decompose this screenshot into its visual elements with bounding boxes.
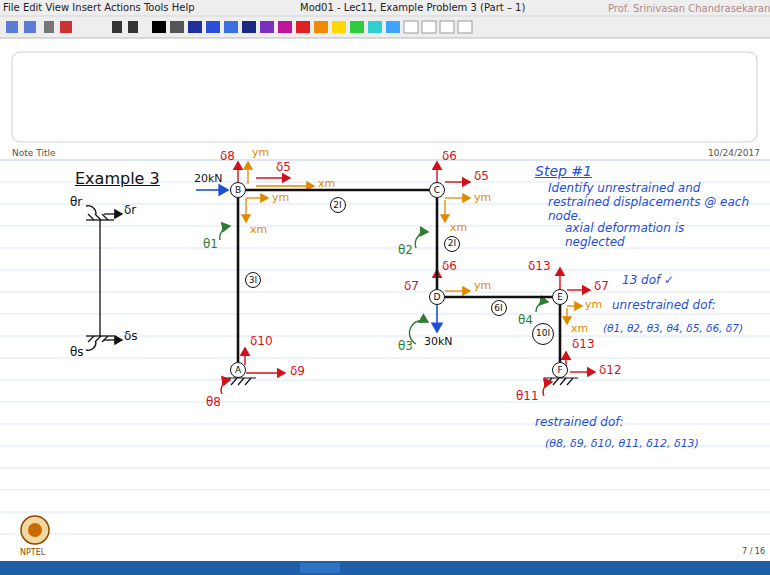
displacement-label: δ12 bbox=[599, 364, 622, 378]
frame-member bbox=[246, 189, 429, 192]
axis-label: ym bbox=[272, 192, 289, 205]
fixed-support bbox=[222, 378, 578, 385]
rotation-label: θ4 bbox=[518, 314, 533, 328]
axis-label: ym bbox=[474, 280, 491, 293]
window-title: Mod01 - Lec11, Example Problem 3 (Part –… bbox=[300, 2, 525, 14]
joint-letter: E bbox=[557, 293, 563, 302]
frame-member bbox=[559, 305, 562, 362]
load-value: 20kN bbox=[194, 173, 223, 186]
displacement-label: δ6 bbox=[442, 150, 457, 164]
member-label: 2I bbox=[448, 239, 456, 248]
joint-letter: B bbox=[235, 186, 241, 195]
joint-circle: B bbox=[230, 182, 246, 198]
axis-label: xm bbox=[571, 323, 588, 336]
displacement-label: δ13 bbox=[528, 260, 551, 274]
joint-letter: F bbox=[557, 366, 562, 375]
joint-circle: C bbox=[429, 182, 445, 198]
displacement-label: θ8 bbox=[206, 396, 221, 410]
displacement-label: δ6 bbox=[442, 260, 457, 274]
displacement-label: δ9 bbox=[290, 365, 305, 379]
note-title: Note Title bbox=[12, 148, 55, 158]
dof-list: (θ1, θ2, θ3, θ4, δ5, δ6, δ7) bbox=[603, 322, 743, 334]
dof-list: (θ8, δ9, δ10, θ11, δ12, δ13) bbox=[545, 438, 699, 451]
displacement-label: δ7 bbox=[404, 280, 419, 294]
joint-circle: D bbox=[429, 289, 445, 305]
displacement-label: δ10 bbox=[250, 335, 273, 349]
sketch-label: θr bbox=[70, 196, 82, 210]
toolbar-icons bbox=[6, 21, 472, 33]
rotation-label: θ3 bbox=[398, 340, 413, 354]
joint-circle: A bbox=[230, 362, 246, 378]
joint-letter: A bbox=[235, 366, 241, 375]
displacement-label: δ5 bbox=[474, 170, 489, 184]
sketch-label: θs bbox=[70, 346, 84, 360]
joint-circle: F bbox=[552, 362, 568, 378]
sketch-label: δr bbox=[124, 204, 136, 218]
member-label-circle: 3I bbox=[245, 272, 261, 288]
fixed-beam-sketch bbox=[86, 206, 122, 351]
note-text: axial deformation is neglected bbox=[565, 222, 705, 250]
axis-label: ym bbox=[252, 147, 269, 160]
page-number: 7 / 16 bbox=[742, 547, 765, 556]
displacement-label: δ8 bbox=[220, 150, 235, 164]
frame-member bbox=[436, 198, 439, 289]
displacement-label: δ13 bbox=[572, 338, 595, 352]
frame-member bbox=[445, 296, 552, 299]
menu-bar: File Edit View Insert Actions Tools Help bbox=[3, 2, 195, 14]
step-heading: Step #1 bbox=[535, 163, 592, 179]
example-heading: Example 3 bbox=[75, 170, 160, 188]
member-label-circle: 6I bbox=[491, 300, 507, 316]
ruled-lines bbox=[0, 160, 770, 534]
joint-letter: C bbox=[434, 186, 440, 195]
member-label-circle: 2I bbox=[330, 197, 346, 213]
member-label: 2I bbox=[333, 201, 341, 210]
joint-letter: D bbox=[434, 293, 441, 302]
logo-text: NPTEL bbox=[20, 548, 45, 557]
displacement-label: δ5 bbox=[276, 161, 291, 175]
member-label: 6I bbox=[494, 304, 502, 313]
note-text: Identify unrestrained and restrained dis… bbox=[548, 182, 753, 223]
sketch-label: δs bbox=[124, 330, 138, 344]
axis-label: xm bbox=[450, 222, 467, 235]
member-label-circle: 10I bbox=[532, 323, 554, 345]
axis-label: ym bbox=[474, 192, 491, 205]
member-label-circle: 2I bbox=[444, 236, 460, 252]
displacement-label: θ11 bbox=[516, 390, 539, 404]
displacement-label: δ7 bbox=[594, 280, 609, 294]
axis-label: xm bbox=[250, 224, 267, 237]
note-text: unrestrained dof: bbox=[612, 299, 716, 313]
note-text: restrained dof: bbox=[535, 416, 624, 430]
note-text: 13 dof ✓ bbox=[622, 274, 674, 288]
rotation-label: θ1 bbox=[203, 238, 218, 252]
axis-label: xm bbox=[318, 178, 335, 191]
joint-circle: E bbox=[552, 289, 568, 305]
axis-label: ym bbox=[585, 299, 602, 312]
rotation-label: θ2 bbox=[398, 244, 413, 258]
author-name: Prof. Srinivasan Chandrasekaran bbox=[608, 3, 770, 15]
note-date: 10/24/2017 bbox=[708, 148, 760, 158]
load-value: 30kN bbox=[424, 336, 453, 349]
frame-member bbox=[237, 198, 240, 362]
member-label: 3I bbox=[249, 276, 257, 285]
member-label: 10I bbox=[536, 329, 550, 338]
